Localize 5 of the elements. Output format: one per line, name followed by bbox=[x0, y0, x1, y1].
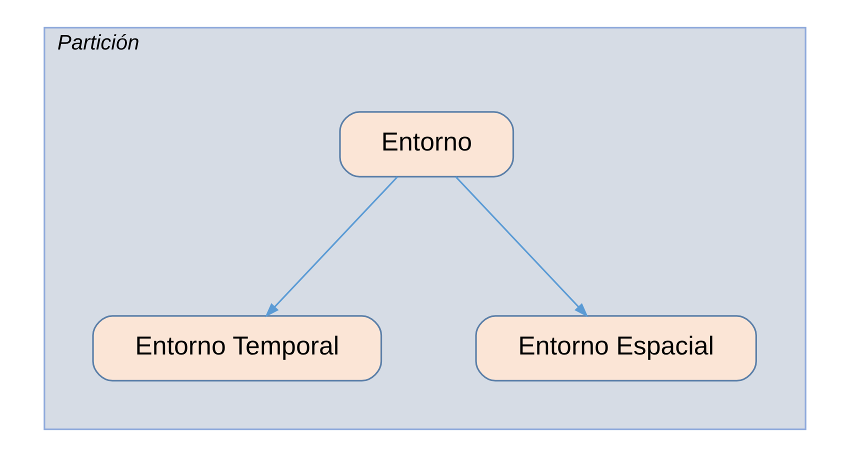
arrow bbox=[454, 176, 588, 318]
node-box: Entorno bbox=[338, 111, 514, 178]
node-box: Entorno Espacial bbox=[474, 315, 756, 382]
arrow bbox=[264, 176, 398, 318]
node-box: Entorno Temporal bbox=[92, 315, 382, 382]
